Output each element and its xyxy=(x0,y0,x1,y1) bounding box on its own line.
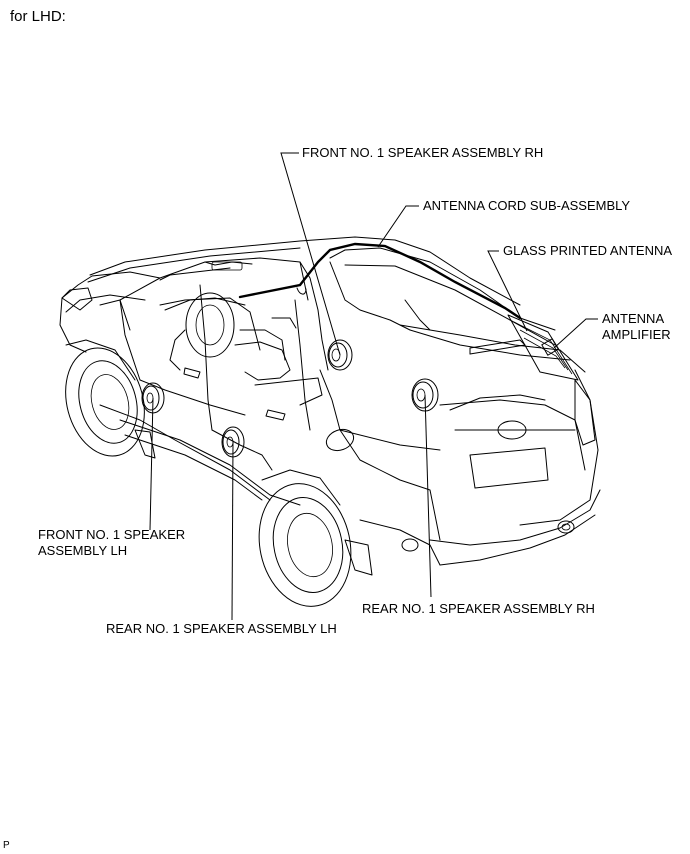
antenna-cord xyxy=(238,242,522,320)
leader-front-lh xyxy=(149,397,154,531)
label-front-speaker-lh-line2: ASSEMBLY LH xyxy=(38,543,128,558)
label-antenna-amplifier-line2: AMPLIFIER xyxy=(602,327,671,342)
leader-glass-antenna xyxy=(487,250,528,332)
antenna-cord-clip xyxy=(296,287,307,295)
page-title: for LHD: xyxy=(10,8,66,25)
label-rear-speaker-rh: REAR NO. 1 SPEAKER ASSEMBLY RH xyxy=(362,601,595,616)
label-front-speaker-lh-line1: FRONT NO. 1 SPEAKER xyxy=(38,527,186,542)
label-rear-speaker-lh: REAR NO. 1 SPEAKER ASSEMBLY LH xyxy=(106,621,337,636)
leader-antenna-cord xyxy=(377,205,419,248)
leader-front-rh xyxy=(280,152,341,356)
figure-code: P xyxy=(3,840,10,851)
vehicle-body xyxy=(59,236,601,607)
leader-antenna-amplifier xyxy=(553,318,598,349)
label-antenna-amplifier-line1: ANTENNA xyxy=(602,311,665,326)
label-glass-printed-antenna: GLASS PRINTED ANTENNA xyxy=(503,243,673,258)
speaker-front-rh xyxy=(327,339,353,371)
leader-rear-rh xyxy=(424,394,432,598)
label-antenna-cord: ANTENNA CORD SUB-ASSEMBLY xyxy=(423,198,631,213)
label-front-speaker-rh: FRONT NO. 1 SPEAKER ASSEMBLY RH xyxy=(302,145,544,160)
leader-rear-lh xyxy=(231,441,234,621)
